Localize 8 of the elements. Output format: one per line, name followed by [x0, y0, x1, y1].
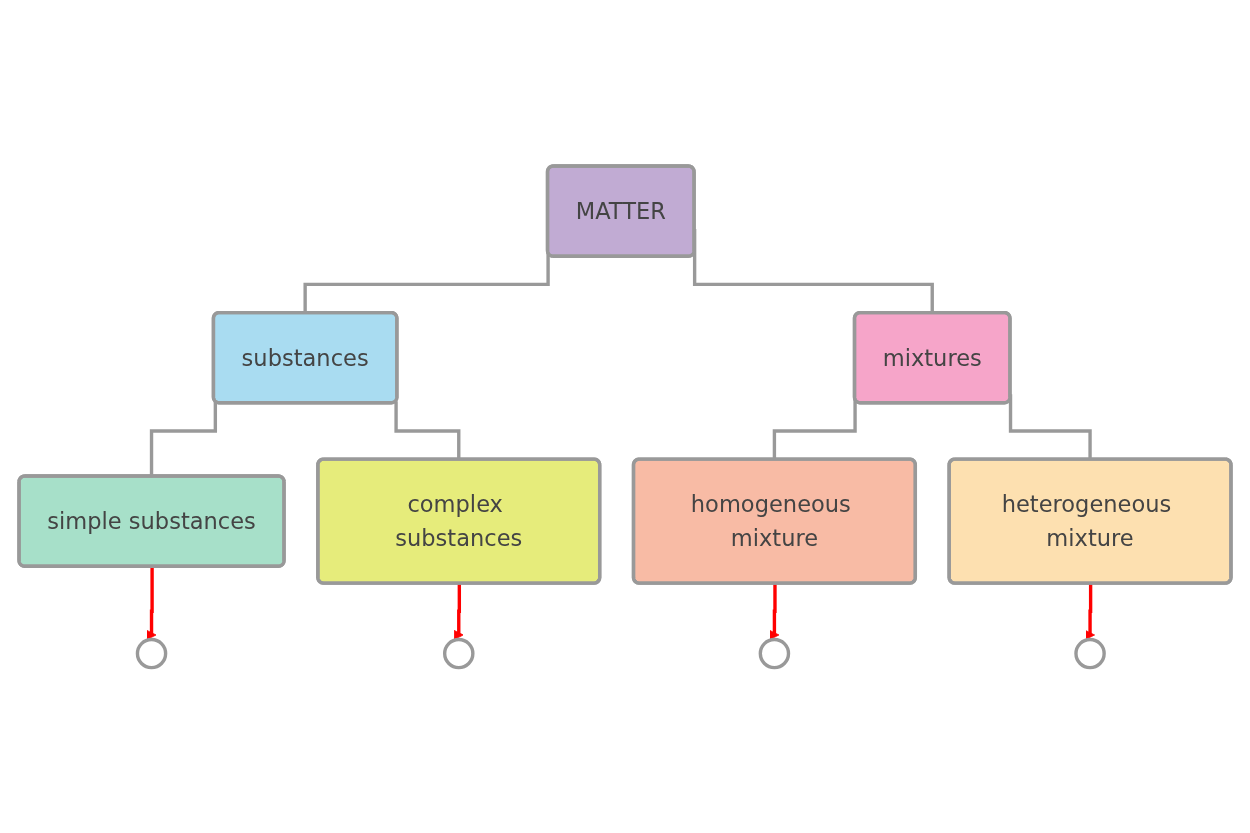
node-circle: [135, 637, 168, 670]
node-circle: [758, 637, 791, 670]
arrow: [769, 583, 780, 640]
node-circle: [443, 637, 475, 670]
arrow: [453, 583, 464, 640]
arrow: [146, 566, 157, 640]
arrow: [1085, 583, 1095, 640]
node-circle: [1074, 637, 1106, 670]
